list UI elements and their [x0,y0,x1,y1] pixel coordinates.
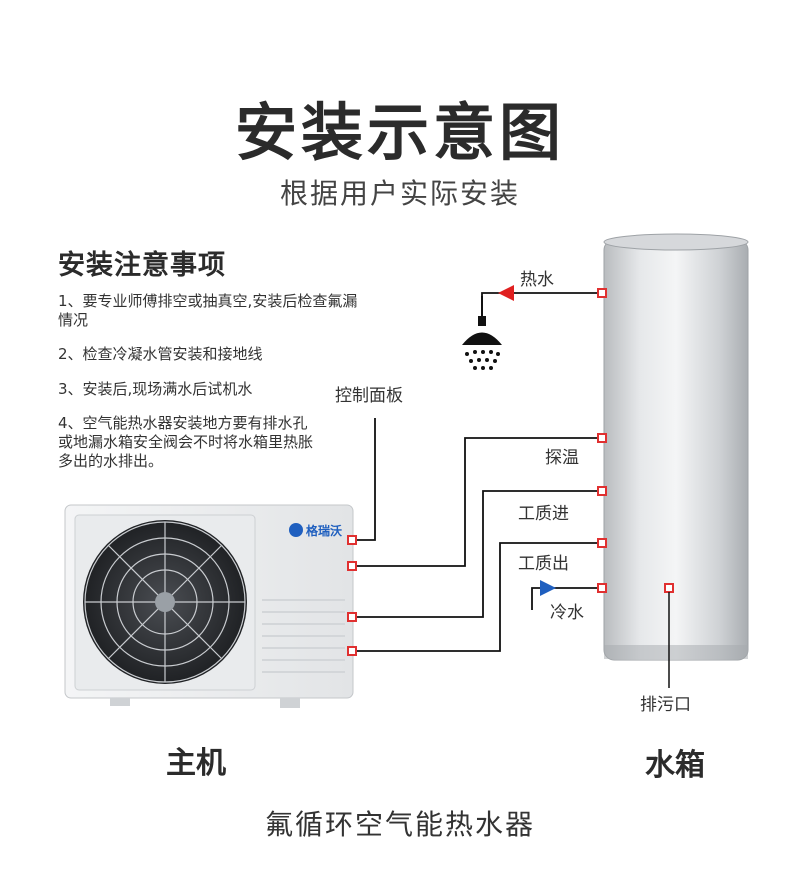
label-temp-probe: 探温 [545,448,579,468]
cold-water-arrow-icon [540,580,556,596]
caption-main-unit: 主机 [166,746,226,781]
temp-probe-connector [597,433,607,443]
unit-refrigerant-in-connector [347,612,357,622]
control-panel-line [352,418,376,541]
label-control-panel: 控制面板 [335,386,403,406]
water-tank [603,233,749,661]
outdoor-unit: 格瑞沃 [64,504,354,708]
unit-connectors [347,535,357,656]
refrigerant-out-pipe [352,542,604,652]
notes-heading: 安装注意事项 [58,250,226,281]
note-item-3: 3、安装后,现场满水后试机水 [58,380,253,398]
note-item-4: 4、空气能热水器安装地方要有排水孔或地漏水箱安全阀会不时将水箱里热胀多出的水排出… [58,414,314,470]
label-cold-water: 冷水 [550,603,584,623]
note-item-2: 2、检查冷凝水管安装和接地线 [58,345,263,363]
label-hot-water: 热水 [520,270,554,290]
refrigerant-out-connector [597,538,607,548]
svg-text:格瑞沃: 格瑞沃 [306,523,342,538]
cold-water-pipe [531,587,604,610]
brand-logo: 格瑞沃 [289,523,342,538]
label-refrigerant-in: 工质进 [518,504,569,524]
unit-refrigerant-out-connector [347,646,357,656]
hot-water-pipe [481,292,604,298]
refrigerant-in-connector [597,486,607,496]
page-subtitle: 根据用户实际安装 [279,177,520,210]
temp-probe-line [352,437,604,567]
caption-water-tank: 水箱 [645,748,705,783]
drain-connector [664,583,674,593]
label-refrigerant-out: 工质出 [518,554,569,574]
pipe-lines [352,292,604,652]
label-drain: 排污口 [640,695,691,715]
note-item-1: 1、要专业师傅排空或抽真空,安装后检查氟漏情况 [58,292,358,329]
cold-water-connector [597,583,607,593]
page-title: 安装示意图 [234,96,565,169]
hot-water-connector [597,288,607,298]
tank-connectors [597,288,674,593]
unit-temp-connector [347,561,357,571]
refrigerant-in-pipe [352,490,604,618]
shower-head-icon [462,296,502,370]
hot-water-arrow-icon [498,285,514,301]
product-name: 氟循环空气能热水器 [264,808,535,841]
control-panel-connector [347,535,357,545]
